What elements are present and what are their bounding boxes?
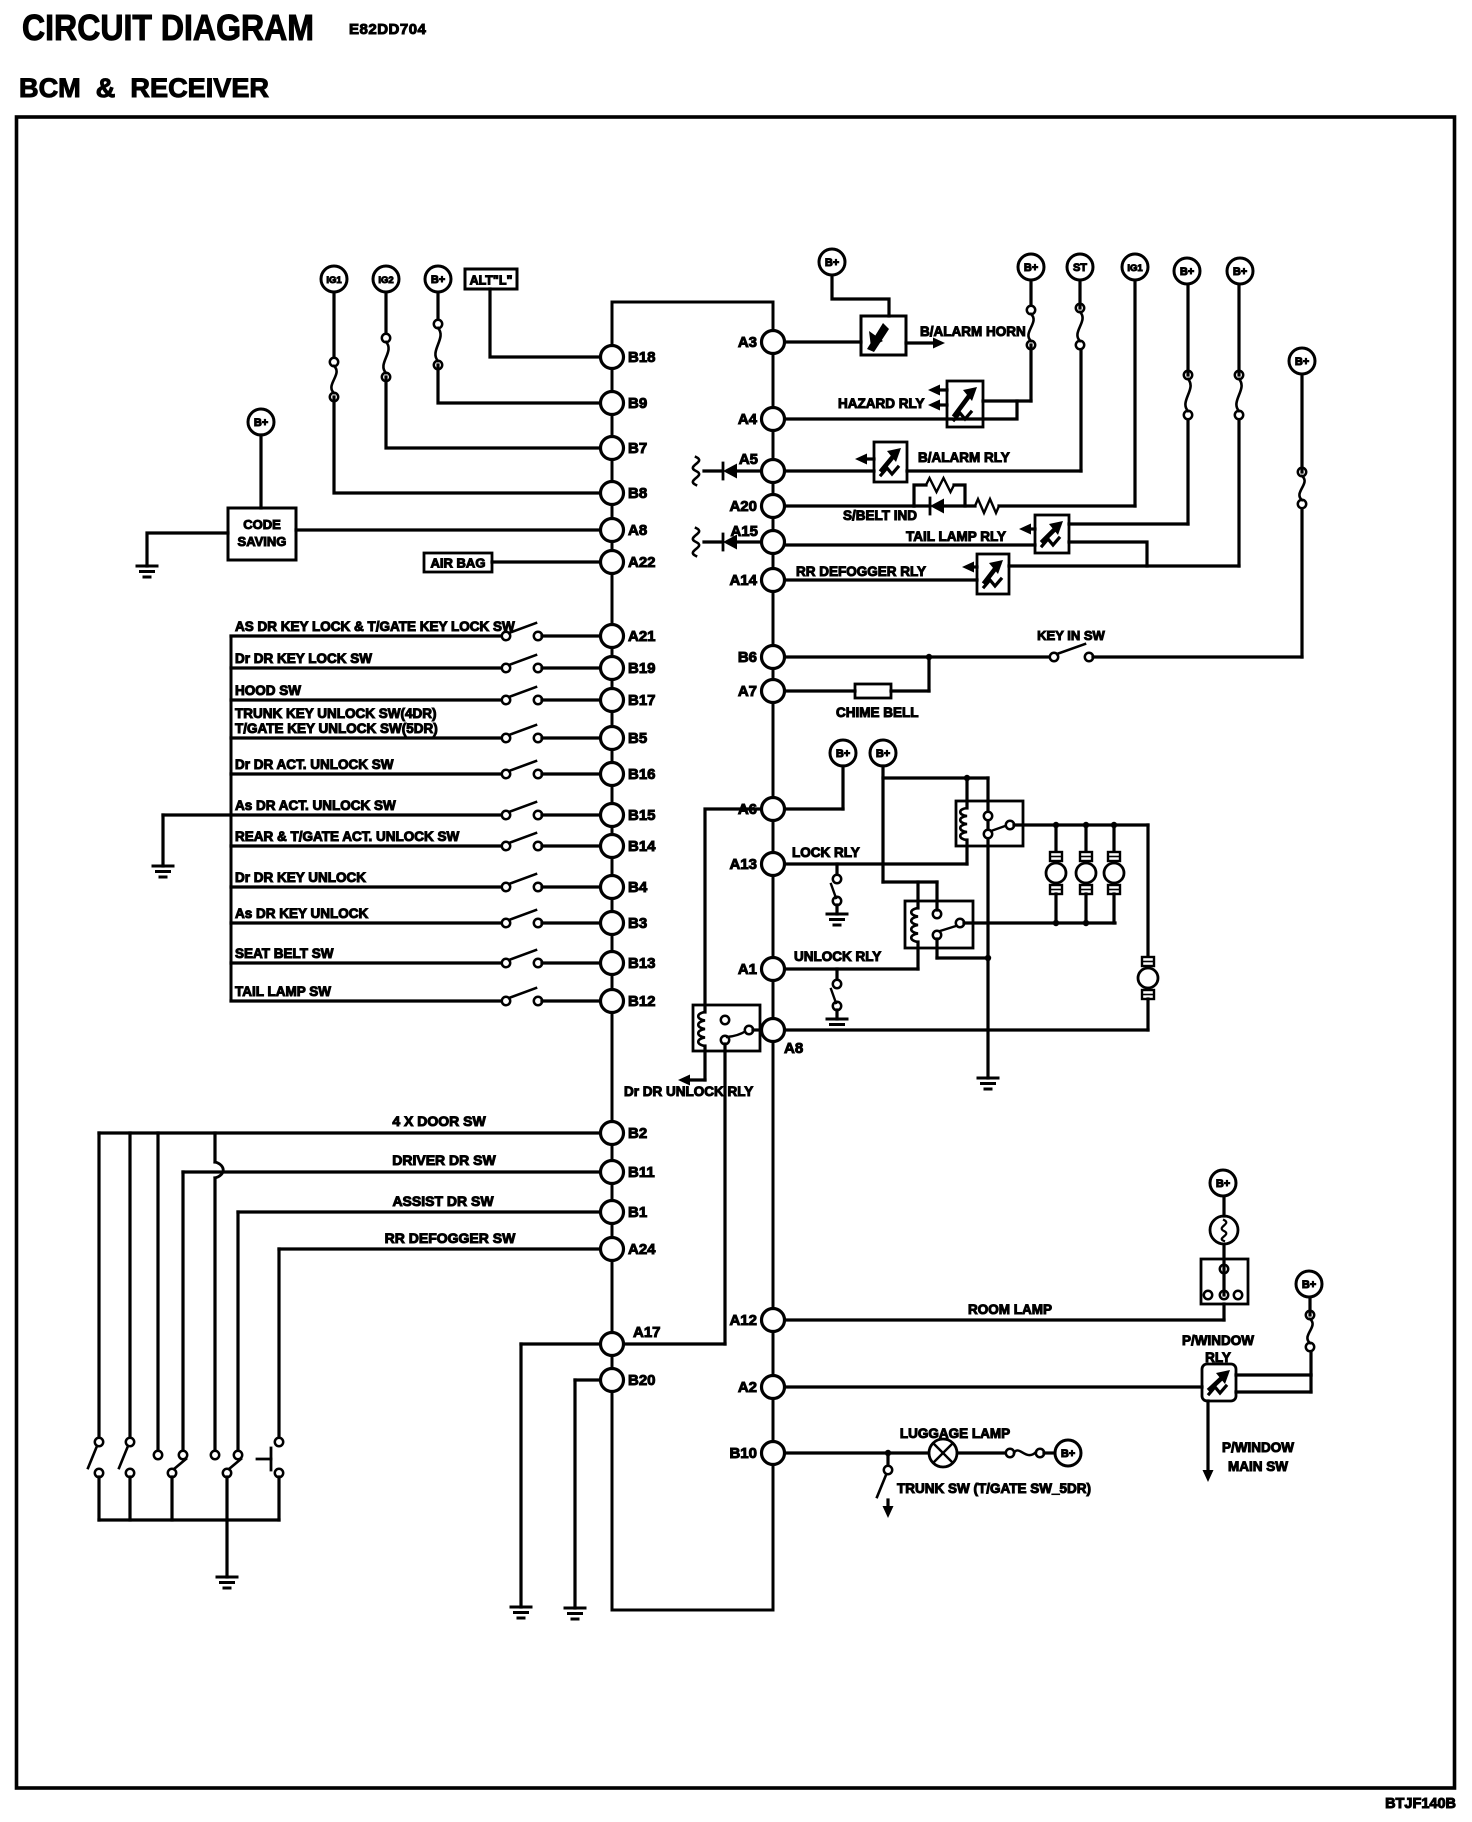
svg-text:B16: B16: [628, 766, 656, 783]
svg-text:B19: B19: [628, 660, 656, 677]
svg-text:B20: B20: [628, 1372, 656, 1389]
svg-text:IG2: IG2: [378, 275, 393, 286]
svg-text:B4: B4: [628, 879, 648, 896]
svg-text:RR DEFOGGER SW: RR DEFOGGER SW: [385, 1230, 516, 1246]
svg-text:LUGGAGE LAMP: LUGGAGE LAMP: [900, 1426, 1010, 1441]
svg-text:B2: B2: [628, 1125, 647, 1142]
svg-text:A14: A14: [729, 572, 757, 589]
svg-text:A20: A20: [729, 498, 757, 515]
svg-text:IG1: IG1: [1127, 263, 1143, 274]
svg-text:B3: B3: [628, 915, 647, 932]
svg-text:TAIL LAMP SW: TAIL LAMP SW: [235, 984, 331, 999]
svg-text:P/WINDOW: P/WINDOW: [1222, 1440, 1294, 1455]
svg-text:B/ALARM RLY: B/ALARM RLY: [918, 450, 1010, 465]
svg-text:Dr DR KEY LOCK SW: Dr DR KEY LOCK SW: [235, 651, 372, 666]
svg-text:4 X DOOR SW: 4 X DOOR SW: [392, 1113, 486, 1129]
svg-text:B+: B+: [1024, 262, 1038, 274]
svg-text:CHIME BELL: CHIME BELL: [836, 705, 919, 720]
svg-text:A15: A15: [730, 523, 758, 540]
svg-text:B+: B+: [1302, 1279, 1316, 1291]
svg-text:ALT"L": ALT"L": [470, 274, 513, 288]
svg-text:KEY IN SW: KEY IN SW: [1037, 628, 1105, 643]
svg-text:B+: B+: [431, 274, 445, 286]
svg-text:As DR KEY UNLOCK: As DR KEY UNLOCK: [235, 906, 369, 921]
svg-text:RLY: RLY: [1205, 1350, 1231, 1365]
svg-text:ASSIST DR SW: ASSIST DR SW: [392, 1193, 494, 1209]
svg-text:TRUNK SW (T/GATE SW_5DR): TRUNK SW (T/GATE SW_5DR): [897, 1481, 1091, 1496]
svg-text:Dr DR UNLOCK RLY: Dr DR UNLOCK RLY: [624, 1084, 753, 1099]
svg-text:B+: B+: [1233, 266, 1247, 278]
svg-text:S/BELT IND: S/BELT IND: [843, 508, 917, 523]
svg-text:A21: A21: [628, 628, 656, 645]
svg-text:B+: B+: [254, 417, 268, 429]
svg-text:As DR ACT. UNLOCK SW: As DR ACT. UNLOCK SW: [235, 798, 396, 813]
svg-text:A2: A2: [738, 1379, 757, 1396]
svg-text:A24: A24: [628, 1241, 656, 1258]
svg-text:E82DD704: E82DD704: [349, 21, 427, 38]
svg-text:REAR & T/GATE ACT. UNLOCK SW: REAR & T/GATE ACT. UNLOCK SW: [235, 829, 459, 844]
svg-text:B8: B8: [628, 485, 647, 502]
svg-text:A5: A5: [739, 451, 758, 468]
svg-text:SEAT BELT SW: SEAT BELT SW: [235, 946, 334, 961]
svg-text:Dr DR ACT. UNLOCK SW: Dr DR ACT. UNLOCK SW: [235, 757, 394, 772]
svg-text:B13: B13: [628, 955, 656, 972]
svg-text:IG1: IG1: [326, 275, 342, 286]
svg-text:CODE: CODE: [243, 517, 281, 532]
svg-text:B9: B9: [628, 395, 647, 412]
svg-text:A13: A13: [729, 856, 757, 873]
svg-text:CIRCUIT DIAGRAM: CIRCUIT DIAGRAM: [22, 7, 314, 48]
svg-text:B+: B+: [1295, 356, 1309, 368]
svg-text:BCM & RECEIVER: BCM & RECEIVER: [19, 73, 269, 103]
svg-text:BTJF140B: BTJF140B: [1385, 1796, 1456, 1812]
svg-text:DRIVER DR SW: DRIVER DR SW: [392, 1152, 496, 1168]
svg-text:RR DEFOGGER RLY: RR DEFOGGER RLY: [796, 564, 926, 579]
svg-text:ROOM LAMP: ROOM LAMP: [968, 1302, 1052, 1317]
svg-text:B5: B5: [628, 730, 647, 747]
svg-text:AS DR KEY LOCK & T/GATE KEY LO: AS DR KEY LOCK & T/GATE KEY LOCK SW: [235, 619, 515, 634]
svg-text:A3: A3: [738, 334, 757, 351]
svg-text:B+: B+: [825, 257, 839, 269]
svg-text:A22: A22: [628, 554, 656, 571]
svg-text:A8: A8: [784, 1040, 803, 1057]
svg-text:A12: A12: [729, 1312, 757, 1329]
svg-text:B12: B12: [628, 993, 656, 1010]
svg-text:B10: B10: [729, 1445, 757, 1462]
svg-text:B+: B+: [1180, 266, 1194, 278]
svg-text:SAVING: SAVING: [238, 534, 287, 549]
svg-text:TRUNK KEY UNLOCK SW(4DR): TRUNK KEY UNLOCK SW(4DR): [235, 706, 437, 721]
svg-text:A4: A4: [738, 411, 758, 428]
svg-text:A6: A6: [738, 801, 757, 818]
svg-text:LOCK RLY: LOCK RLY: [792, 845, 860, 860]
svg-text:A7: A7: [738, 683, 757, 700]
svg-text:B+: B+: [1061, 1448, 1075, 1460]
svg-text:B+: B+: [876, 748, 890, 760]
svg-text:B11: B11: [628, 1164, 655, 1181]
svg-text:P/WINDOW: P/WINDOW: [1182, 1333, 1254, 1348]
svg-text:B1: B1: [628, 1204, 647, 1221]
svg-text:B17: B17: [628, 692, 656, 709]
svg-text:ST: ST: [1073, 262, 1087, 274]
svg-text:UNLOCK RLY: UNLOCK RLY: [794, 949, 881, 964]
svg-text:B15: B15: [628, 807, 656, 824]
svg-text:A8: A8: [628, 522, 647, 539]
svg-text:HOOD SW: HOOD SW: [235, 683, 301, 698]
svg-text:B18: B18: [628, 349, 656, 366]
svg-text:HAZARD RLY: HAZARD RLY: [838, 396, 925, 411]
svg-text:B/ALARM HORN: B/ALARM HORN: [920, 324, 1026, 339]
svg-text:B+: B+: [836, 748, 850, 760]
svg-text:Dr DR KEY UNLOCK: Dr DR KEY UNLOCK: [235, 870, 366, 885]
svg-text:MAIN SW: MAIN SW: [1228, 1459, 1288, 1474]
svg-text:B14: B14: [628, 838, 656, 855]
svg-text:B7: B7: [628, 440, 647, 457]
svg-text:T/GATE KEY UNLOCK SW(5DR): T/GATE KEY UNLOCK SW(5DR): [235, 721, 438, 736]
svg-text:B+: B+: [1216, 1178, 1230, 1190]
svg-text:AIR BAG: AIR BAG: [431, 556, 486, 571]
svg-text:TAIL LAMP RLY: TAIL LAMP RLY: [906, 529, 1006, 544]
svg-text:A17: A17: [633, 1324, 661, 1341]
svg-text:B6: B6: [738, 649, 757, 666]
svg-text:A1: A1: [738, 961, 757, 978]
